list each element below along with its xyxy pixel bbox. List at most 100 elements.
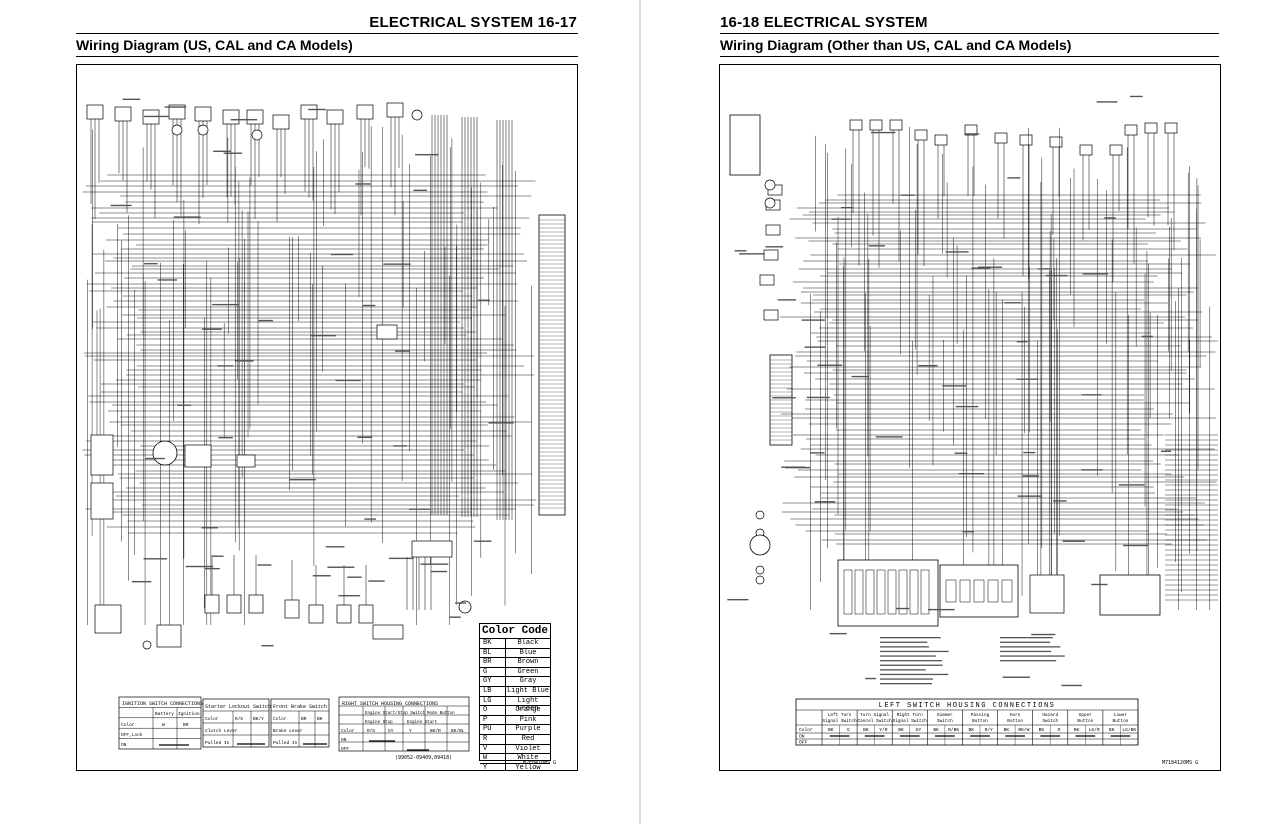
starter-relay bbox=[156, 624, 182, 648]
relay bbox=[959, 579, 971, 603]
table-color-code: GY bbox=[388, 728, 394, 734]
label-text-line bbox=[257, 564, 272, 566]
sensor-connector bbox=[86, 104, 104, 120]
lamp-symbol bbox=[755, 510, 765, 520]
table-title: RIGHT SWITCH HOUSING CONNECTIONS bbox=[342, 701, 438, 707]
table-col-header: Passing bbox=[971, 713, 990, 718]
sensor-connector bbox=[869, 119, 883, 131]
table-row-label: ON bbox=[799, 734, 805, 740]
table-col-header: Button bbox=[1113, 719, 1129, 724]
table-col-header: Button bbox=[1007, 719, 1023, 724]
sensor-connector bbox=[964, 124, 978, 136]
turn-signal-symbol bbox=[755, 565, 765, 575]
label-text-line bbox=[954, 452, 968, 454]
table-row-label: Pulled In bbox=[205, 740, 230, 746]
table-title: IGNITION SWITCH CONNECTIONS bbox=[122, 701, 203, 707]
label-text-line bbox=[235, 360, 254, 362]
page-header: ELECTRICAL SYSTEM 16-17 bbox=[369, 14, 577, 31]
color-code-name: Light Blue bbox=[506, 686, 549, 695]
label-text-line bbox=[1002, 676, 1031, 678]
label-text-line bbox=[338, 594, 361, 597]
sensor-symbol bbox=[251, 129, 263, 141]
sensor-connector bbox=[386, 102, 404, 118]
switch-contact bbox=[854, 569, 864, 615]
table-col-header: Button bbox=[972, 719, 988, 724]
legend-text-line bbox=[1000, 637, 1053, 639]
table-color-code: R/BK bbox=[948, 727, 959, 733]
label-text-line bbox=[1129, 95, 1143, 98]
legend-text-line bbox=[880, 641, 928, 643]
label-text-line bbox=[185, 565, 214, 568]
label-text-line bbox=[1007, 177, 1021, 179]
legend-text-line bbox=[880, 650, 949, 653]
label-text-line bbox=[205, 567, 220, 570]
table-row-label: ON bbox=[341, 737, 347, 743]
sensor-connector bbox=[914, 129, 928, 141]
table-group-header: Mode Button bbox=[427, 711, 455, 716]
table-col-header: Ignition bbox=[178, 711, 200, 717]
legend-text-line bbox=[1000, 641, 1051, 643]
battery bbox=[94, 604, 122, 634]
label-text-line bbox=[415, 153, 439, 156]
drawing-code: M7184120MS G bbox=[1162, 760, 1199, 766]
table-color-code: R/G bbox=[367, 728, 375, 734]
label-text-line bbox=[1017, 495, 1042, 497]
label-text-line bbox=[801, 319, 825, 321]
label-text-line bbox=[900, 194, 915, 196]
color-code-name: Brown bbox=[517, 658, 539, 667]
switch-connector bbox=[204, 594, 220, 614]
label-text-line bbox=[870, 131, 896, 134]
header-rule bbox=[720, 33, 1219, 34]
label-text-line bbox=[478, 299, 490, 301]
label-text-line bbox=[258, 319, 273, 322]
color-code-abbr: W bbox=[480, 754, 506, 763]
legend-text-line bbox=[880, 669, 926, 671]
label-text-line bbox=[1091, 583, 1108, 586]
table-row-label: Color bbox=[341, 728, 355, 734]
table-color-code: BK/BL bbox=[451, 728, 465, 734]
label-text-line bbox=[388, 557, 414, 560]
color-code-abbr: G bbox=[480, 667, 506, 677]
page-subtitle: Wiring Diagram (Other than US, CAL and C… bbox=[720, 37, 1072, 53]
label-text-line bbox=[143, 115, 170, 118]
label-text-line bbox=[327, 566, 355, 568]
label-text-line bbox=[814, 501, 836, 503]
label-text-line bbox=[177, 404, 192, 406]
sensor-connector bbox=[1164, 122, 1178, 134]
sensor-connector bbox=[934, 134, 948, 146]
color-code-abbr: BL bbox=[480, 648, 506, 658]
switch-connector bbox=[308, 604, 324, 624]
table-row-label: Color bbox=[273, 716, 287, 722]
label-text-line bbox=[1016, 378, 1038, 380]
label-text-line bbox=[785, 466, 811, 469]
header-rule bbox=[76, 33, 578, 34]
switch-connector bbox=[284, 599, 300, 619]
label-text-line bbox=[817, 364, 843, 366]
table-color-code: BK/Y bbox=[253, 716, 264, 722]
label-text-line bbox=[335, 379, 361, 382]
color-code-name: Orange bbox=[515, 706, 541, 715]
label-text-line bbox=[357, 436, 373, 439]
table-title: Front Brake Switch bbox=[273, 704, 327, 710]
motor-symbol bbox=[764, 179, 776, 191]
table-row-label: ON bbox=[121, 742, 127, 748]
table-row-label: Color bbox=[205, 716, 219, 722]
legend-text-line bbox=[880, 673, 949, 676]
table-color-code: BK bbox=[1109, 727, 1115, 733]
label-text-line bbox=[383, 263, 411, 265]
label-text-line bbox=[928, 608, 955, 611]
switch-contact bbox=[909, 569, 919, 615]
switch-contact bbox=[876, 569, 886, 615]
legend-text-line bbox=[1000, 655, 1065, 657]
sensor-connector bbox=[1049, 136, 1063, 148]
switch-connector bbox=[358, 604, 374, 624]
label-text-line bbox=[144, 262, 158, 265]
sensor-symbol bbox=[197, 124, 209, 136]
label-text-line bbox=[362, 304, 376, 307]
label-text-line bbox=[289, 478, 316, 481]
label-text-line bbox=[1037, 268, 1052, 270]
